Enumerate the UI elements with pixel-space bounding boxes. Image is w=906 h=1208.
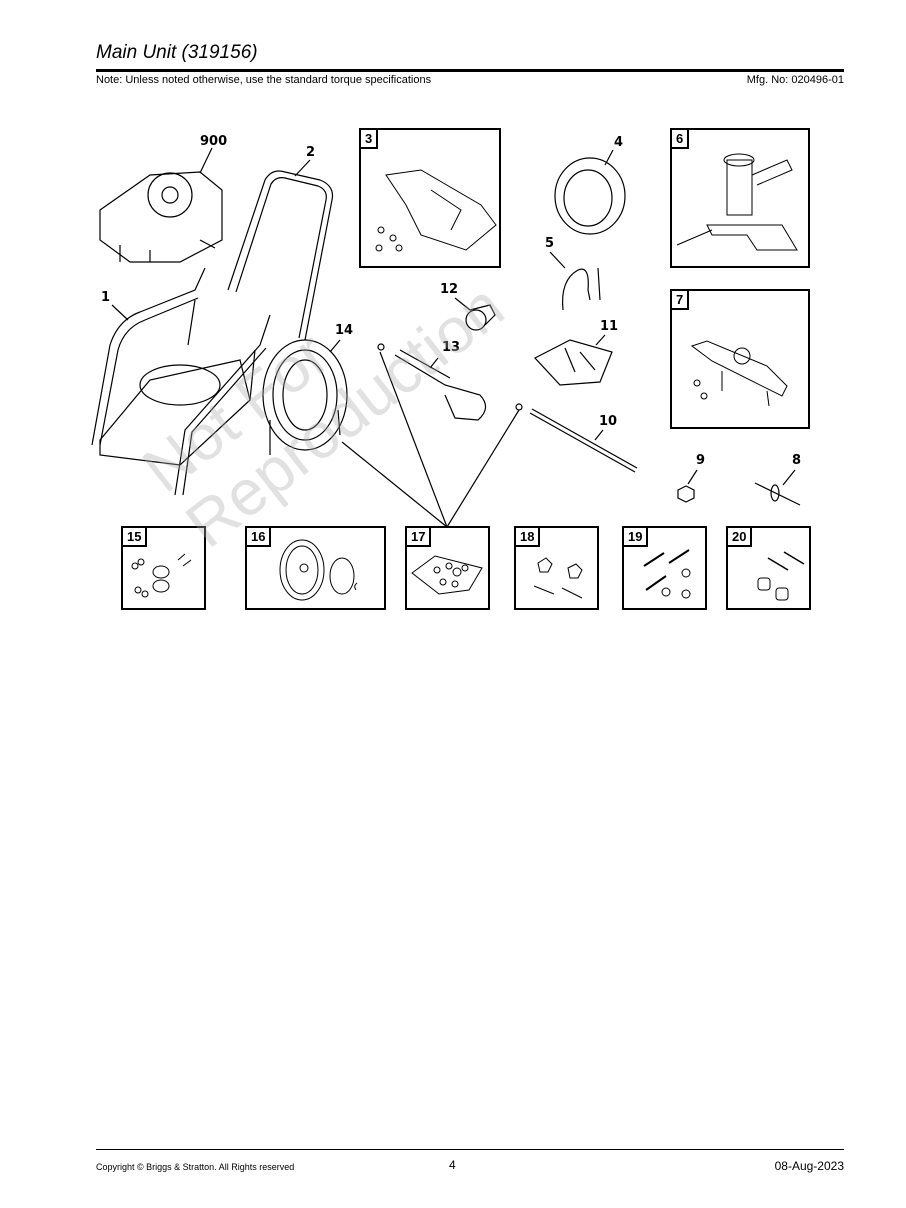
kit-label-17: 17: [405, 526, 432, 547]
kit-label-20: 20: [726, 526, 753, 547]
nut-illustration: [677, 469, 698, 503]
spray-gun-illustration: [377, 343, 487, 421]
wand-illustration: [515, 403, 638, 473]
kit-label-18: 18: [514, 526, 541, 547]
bolt-nut-icon: [643, 549, 691, 599]
turbo-nozzle-illustration: [454, 297, 496, 331]
kit-box-15: 15: [121, 526, 206, 610]
kit-box-18: 18: [514, 526, 599, 610]
cable-illustration: [549, 251, 601, 311]
callout-900: 900: [200, 134, 228, 149]
callout-12: 12: [440, 282, 459, 297]
bracket-icon: [690, 340, 788, 407]
callout-2: 2: [306, 145, 316, 160]
kit-box-17: 17: [405, 526, 490, 610]
handle-illustration: [227, 159, 334, 341]
knob-icon: [533, 557, 583, 599]
callout-11: 11: [600, 319, 619, 334]
callout-4: 4: [614, 135, 624, 150]
document-date: 08-Aug-2023: [774, 1159, 844, 1173]
kit-box-6: 6: [670, 128, 810, 268]
kit-label-16: 16: [245, 526, 272, 547]
callout-9: 9: [696, 453, 706, 468]
copyright: Copyright © Briggs & Stratton. All Right…: [96, 1162, 295, 1172]
nozzle-kit-illustration: [534, 334, 613, 386]
callout-5: 5: [545, 236, 555, 251]
page-title: Main Unit (319156): [96, 42, 258, 63]
frame-illustration: [91, 267, 271, 496]
kit-box-20: 20: [726, 526, 811, 610]
pump-icon: [676, 153, 798, 251]
o-ring-kit-icon: [411, 555, 483, 595]
control-panel-icon: [375, 169, 497, 252]
vibration-mount-icon: [131, 553, 192, 598]
callout-13: 13: [442, 340, 461, 355]
callout-8: 8: [792, 453, 802, 468]
diagram-linework: [91, 147, 801, 528]
page-number: 4: [449, 1158, 456, 1172]
mfg-number: Mfg. No: 020496-01: [746, 74, 844, 86]
torque-note: Note: Unless noted otherwise, use the st…: [96, 74, 432, 86]
kit-box-19: 19: [622, 526, 707, 610]
callout-1: 1: [101, 290, 111, 305]
wheel-icon: [279, 539, 358, 601]
kit-label-15: 15: [121, 526, 148, 547]
kit-label-6: 6: [670, 128, 690, 149]
kit-box-16: 16: [245, 526, 386, 610]
hose-reel-cup-illustration: [554, 149, 626, 235]
header-divider: [96, 69, 844, 72]
kit-box-3: 3: [359, 128, 501, 268]
callout-10: 10: [599, 414, 618, 429]
footer-divider: [96, 1149, 844, 1150]
kit-label-3: 3: [359, 128, 379, 149]
kit-label-7: 7: [670, 289, 690, 310]
exploded-parts-diagram: 900 1 2 4 5 8 9 10 11 12 13 14 3 6 7 15 …: [91, 128, 811, 610]
kit-17-leaders: [341, 351, 520, 528]
callout-14: 14: [335, 323, 354, 338]
hardware-icon: [757, 551, 805, 601]
hose-illustration: [262, 339, 348, 455]
kit-box-7: 7: [670, 289, 810, 429]
engine-illustration: [99, 147, 223, 263]
kit-label-19: 19: [622, 526, 649, 547]
axle-bolt-illustration: [754, 469, 801, 506]
